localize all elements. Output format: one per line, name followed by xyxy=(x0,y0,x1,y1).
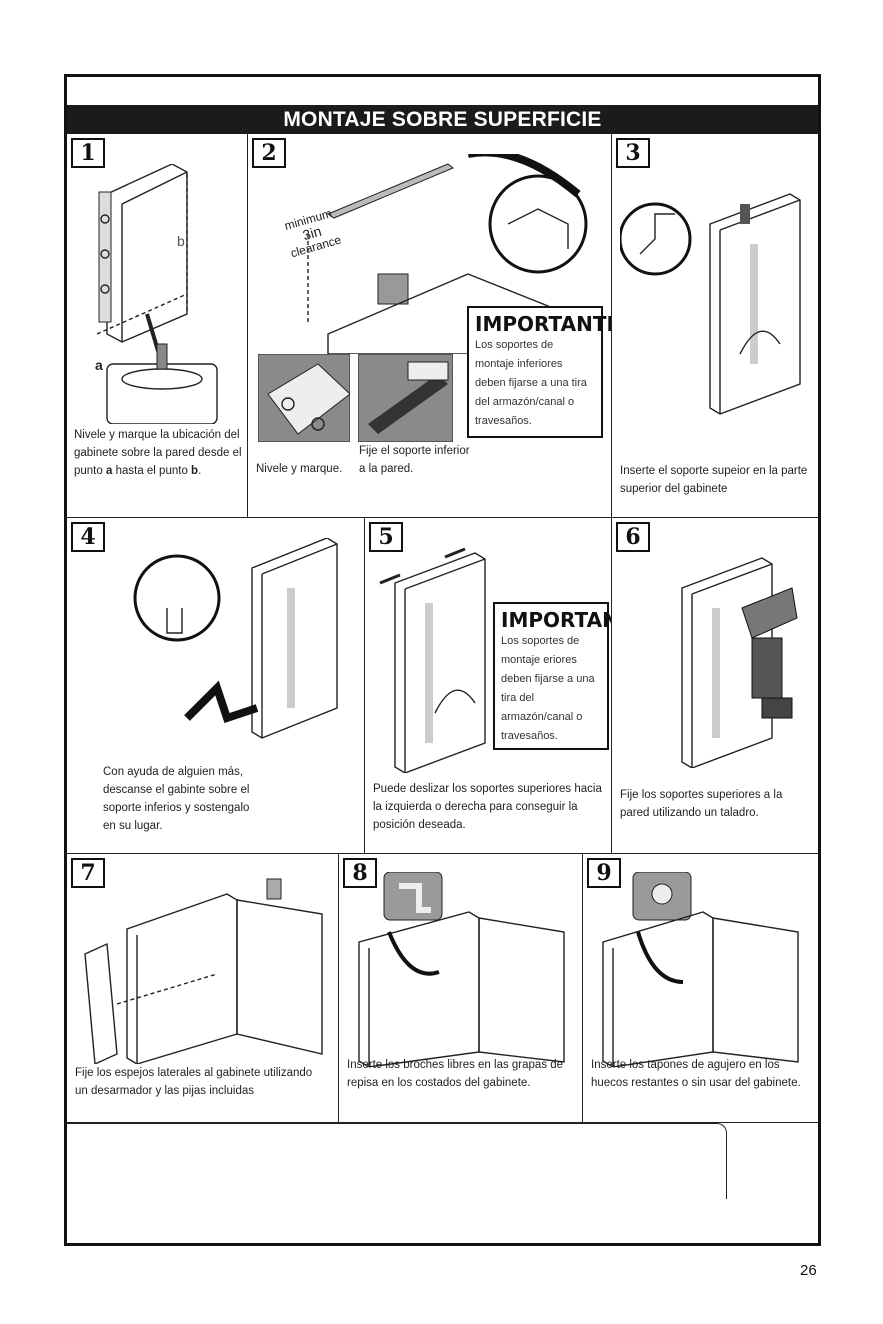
step-number: 4 xyxy=(71,522,105,552)
caption-text: Nivele y marque la ubicación del gabinet… xyxy=(74,429,242,477)
important-title: IMPORTANTE: xyxy=(475,312,611,336)
drill-top-bracket-illustration xyxy=(681,557,798,768)
step-9-caption: Inserte los tapones de agujero en los hu… xyxy=(591,1059,801,1089)
important-body: Los soportes de montaje inferiores deben… xyxy=(475,339,587,427)
step-number: 2 xyxy=(252,138,286,168)
step-5-caption: Puede deslizar los soportes superiores h… xyxy=(373,783,602,831)
level-mark-inset xyxy=(258,354,350,442)
step-number: 5 xyxy=(369,522,403,552)
step-number: 3 xyxy=(616,138,650,168)
step-4-panel: 4 Con ayuda de alguien más, descanse el … xyxy=(67,518,365,854)
step-7-panel: 7 Fije los espejos laterales al gabinete… xyxy=(67,854,339,1123)
bottom-bracket-illustration xyxy=(307,154,588,354)
important-note: IMPORTANTE: Los soportes de montaje infe… xyxy=(467,306,611,438)
step-2-panel: 2 minimum 3in clearance Nivele y marque.… xyxy=(248,134,612,518)
page-number: 26 xyxy=(800,1262,817,1279)
step-6-panel: 6 Fije los soportes superiores a la pare… xyxy=(612,518,818,854)
step-number: 8 xyxy=(343,858,377,888)
step-5-panel: 5 IMPORTANTE: Los soportes de montaje er… xyxy=(365,518,612,854)
page-title: MONTAJE SOBRE SUPERFICIE xyxy=(283,107,602,131)
step-3-panel: 3 Inserte el soporte supeior en la parte… xyxy=(612,134,818,518)
step-7-caption: Fije los espejos laterales al gabinete u… xyxy=(75,1067,313,1097)
step-8-panel: 8 Inserte los broches libres en las grap… xyxy=(339,854,583,1123)
step-4-caption: Con ayuda de alguien más, descanse el ga… xyxy=(103,766,250,832)
important-title: IMPORTANTE: xyxy=(501,608,611,632)
point-b-label: b xyxy=(177,233,185,249)
top-bracket-illustration xyxy=(620,193,801,415)
important-note: IMPORTANTE: Los soportes de montaje erio… xyxy=(493,602,611,750)
step-number: 7 xyxy=(71,858,105,888)
footer-box xyxy=(67,1123,727,1199)
point-a-label: a xyxy=(95,357,103,373)
step-2-caption-right: Fije el soporte inferior a la pared. xyxy=(359,445,470,475)
step-number: 6 xyxy=(616,522,650,552)
step-number: 9 xyxy=(587,858,621,888)
step-8-caption: Inserte los broches libres en las grapas… xyxy=(347,1059,564,1089)
step-1-panel: 1 a b Nivele y marque la ubicación del g… xyxy=(67,134,248,518)
step-1-caption: Nivele y marque la ubicación del gabinet… xyxy=(74,426,242,480)
caption-point-b: b xyxy=(191,465,199,477)
important-body: Los soportes de montaje eriores deben fi… xyxy=(501,635,595,742)
step-2-caption-left: Nivele y marque. xyxy=(256,463,343,475)
slide-brackets-illustration xyxy=(379,547,486,773)
cabinet-level-illustration xyxy=(96,164,218,424)
hole-plug-illustration xyxy=(602,872,799,1067)
drill-bracket-inset xyxy=(358,354,453,442)
step-3-caption: Inserte el soporte supeior en la parte s… xyxy=(620,465,808,495)
shelf-clip-illustration xyxy=(358,872,565,1067)
title-banner: MONTAJE SOBRE SUPERFICIE xyxy=(67,105,818,134)
side-mirror-illustration xyxy=(84,878,323,1064)
step-9-panel: 9 Inserte los tapones de agujero en los … xyxy=(583,854,818,1123)
caption-text: hasta el punto xyxy=(112,465,192,477)
caption-text: . xyxy=(198,465,202,477)
rest-cabinet-illustration xyxy=(133,538,338,739)
step-number: 1 xyxy=(71,138,105,168)
step-6-caption: Fije los soportes superiores a la pared … xyxy=(620,789,783,819)
instruction-sheet: MONTAJE SOBRE SUPERFICIE 1 a b Nivele y … xyxy=(64,74,821,1246)
caption-point-a: a xyxy=(105,465,113,477)
